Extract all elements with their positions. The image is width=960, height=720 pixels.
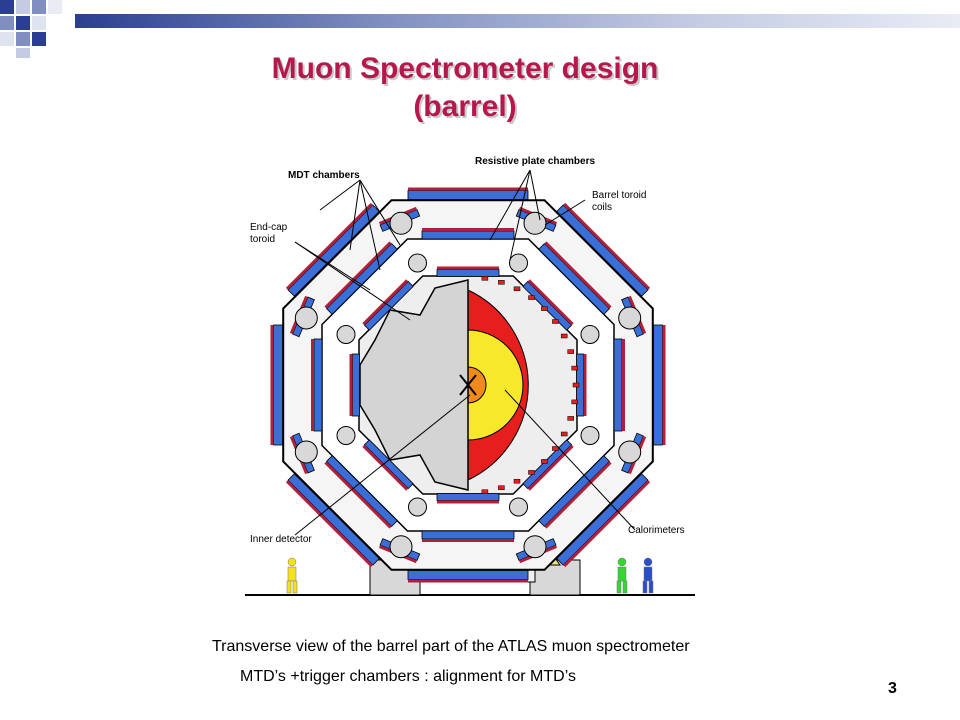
inner-chamber — [436, 493, 500, 504]
slide-title: Muon Spectrometer design (barrel) — [160, 50, 770, 126]
calorimeter-segment — [567, 349, 574, 354]
outer-chamber — [407, 570, 529, 583]
toroid-coil — [509, 253, 528, 273]
atlas-barrel-figure: MDT chambers Resistive plate chambers Ba… — [240, 150, 700, 600]
calorimeter-segment — [560, 431, 568, 437]
calorimeter-segment — [481, 489, 489, 494]
calorimeter-segment — [528, 295, 535, 300]
middle-chamber — [324, 241, 398, 315]
toroid-coil — [509, 497, 528, 517]
toroid-coil — [294, 440, 318, 464]
slide-title-line1: Muon Spectrometer design — [271, 52, 659, 85]
calorimeter-segment — [528, 470, 535, 475]
calorimeter-segment — [541, 459, 548, 464]
toroid-coil — [523, 211, 547, 235]
calorimeter-segment — [541, 306, 548, 311]
outer-chamber — [556, 473, 651, 568]
toroid-coil — [294, 306, 318, 330]
middle-chamber — [538, 455, 612, 529]
person-figure-yellow — [286, 557, 298, 594]
calorimeter-segment — [572, 382, 580, 388]
label-rpc: Resistive plate chambers — [475, 156, 595, 167]
toroid-coils — [294, 211, 642, 559]
label-inner-detector: Inner detector — [250, 534, 312, 545]
middle-chamber — [324, 455, 398, 529]
calorimeter-segment — [571, 399, 578, 405]
title-bar-decoration — [75, 14, 960, 28]
detector-diagram: MDT chambers Resistive plate chambers Ba… — [245, 156, 695, 596]
calorimeter-segment — [513, 286, 521, 292]
outer-chamber — [270, 324, 283, 446]
toroid-coil — [618, 306, 642, 330]
calorimeter-segment — [498, 485, 505, 490]
outer-chamber — [556, 202, 651, 297]
toroid-coil — [408, 497, 427, 517]
label-calorimeters: Calorimeters — [628, 525, 685, 536]
corner-decoration — [0, 0, 80, 60]
toroid-coil — [523, 535, 547, 559]
person-figure-green — [616, 557, 628, 594]
toroid-coil — [336, 325, 356, 344]
end-cap-toroid — [359, 279, 469, 491]
calorimeter-segment — [567, 416, 574, 421]
label-barrel-toroid-line1: Barrel toroid — [592, 190, 646, 201]
label-end-cap-line1: End-cap — [250, 222, 288, 233]
page-number: 3 — [888, 680, 897, 697]
inner-chamber — [576, 353, 587, 417]
label-end-cap-line2: toroid — [250, 234, 275, 245]
inner-chamber — [349, 353, 360, 417]
outer-chamber — [285, 473, 380, 568]
calorimeter-segment — [481, 276, 489, 281]
calorimeter-segment — [560, 333, 568, 339]
middle-chamber — [613, 338, 625, 432]
toroid-coil — [580, 426, 600, 445]
toroid-coil — [389, 535, 413, 559]
figure-subcaption: MTD’s +trigger chambers : alignment for … — [240, 668, 576, 685]
inner-chamber — [436, 266, 500, 277]
toroid-coil — [336, 426, 356, 445]
toroid-coil — [389, 211, 413, 235]
middle-chamber — [311, 338, 323, 432]
calorimeter-segments — [481, 276, 580, 494]
toroid-coil — [408, 253, 427, 273]
calorimeter-inner — [467, 329, 524, 441]
calorimeter-segment — [513, 478, 521, 484]
calorimeter-segment — [552, 446, 559, 451]
toroid-coil — [580, 325, 600, 344]
figure-caption: Transverse view of the barrel part of th… — [212, 638, 690, 655]
middle-chamber — [538, 241, 612, 315]
calorimeter-segment — [498, 280, 505, 285]
outer-chamber — [653, 324, 666, 446]
middle-chamber — [421, 530, 515, 542]
outer-chamber — [285, 202, 380, 297]
person-figure-blue — [642, 557, 654, 594]
label-barrel-toroid-line2: coils — [592, 202, 612, 213]
label-mdt-chambers: MDT chambers — [288, 170, 360, 181]
inner-chamber — [362, 439, 414, 491]
outer-chamber — [407, 187, 529, 200]
calorimeter-segment — [552, 319, 559, 324]
calorimeter-segment — [571, 365, 578, 371]
slide-title-line2: (barrel) — [413, 90, 517, 123]
beam-axis-marker-2 — [459, 374, 477, 396]
callout-lines — [294, 169, 636, 536]
toroid-coil — [618, 440, 642, 464]
middle-chamber — [421, 228, 515, 240]
